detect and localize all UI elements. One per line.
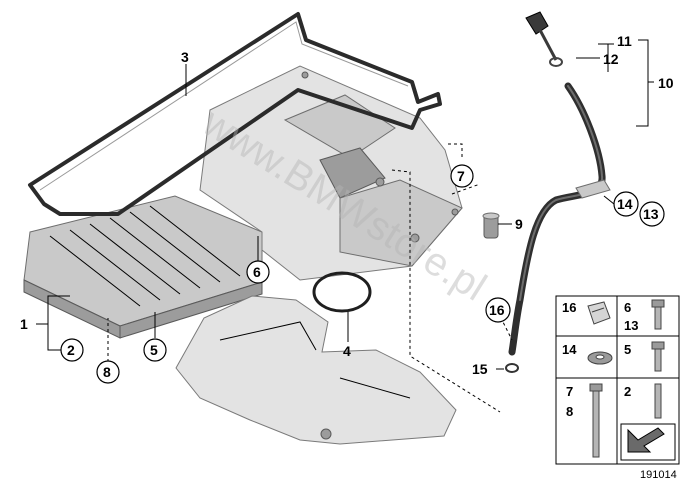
legend-2: 2	[624, 384, 631, 399]
callout-5-circle	[143, 338, 167, 362]
callout-15: 15	[472, 361, 488, 377]
long-bolt-icon	[589, 383, 603, 458]
callout-5: 5	[150, 342, 158, 358]
direction-arrow-icon	[627, 427, 665, 453]
clip-icon	[587, 301, 611, 325]
callout-4: 4	[343, 343, 351, 359]
legend-13: 13	[624, 318, 638, 333]
stud-bolt-icon	[654, 383, 662, 419]
screw-plug	[482, 212, 500, 239]
callout-10: 10	[658, 75, 674, 91]
diagram-code: 191014	[640, 469, 677, 481]
callout-11: 11	[617, 33, 632, 49]
callout-8: 8	[103, 364, 111, 380]
dipstick-guide-tube	[508, 82, 611, 356]
callout-8-circle	[96, 360, 120, 384]
washer-icon	[587, 351, 613, 365]
callout-3: 3	[181, 49, 189, 65]
callout-9: 9	[515, 216, 523, 232]
sealing-ring	[505, 363, 519, 373]
callout-7: 7	[457, 168, 465, 184]
legend-8: 8	[566, 404, 573, 419]
oil-dipstick	[525, 11, 563, 67]
callout-16-circle	[485, 297, 511, 323]
hex-bolt-icon	[651, 341, 665, 372]
oil-pan-gasket	[28, 12, 442, 216]
callout-1: 1	[20, 316, 28, 332]
callout-16: 16	[489, 302, 505, 318]
callout-12: 12	[603, 51, 619, 67]
legend-14: 14	[562, 342, 577, 357]
callout-2: 2	[67, 342, 75, 358]
oil-pan	[23, 65, 463, 339]
o-ring	[312, 271, 372, 313]
callout-14-circle	[613, 191, 639, 217]
legend-6: 6	[624, 300, 631, 315]
callout-6-circle	[246, 260, 270, 284]
callout-2-circle	[60, 338, 84, 362]
flange-bolt-icon	[651, 299, 665, 330]
fastener-legend: 16 6 13 14 5 7 8 2	[555, 295, 680, 465]
callout-14: 14	[617, 196, 633, 212]
leader-lines	[36, 39, 654, 413]
legend-5: 5	[624, 342, 631, 357]
legend-16: 16	[562, 300, 576, 315]
callout-6: 6	[253, 264, 261, 280]
oil-pan-cover	[175, 295, 457, 445]
callout-13-circle	[639, 201, 665, 227]
legend-7: 7	[566, 384, 573, 399]
callout-13: 13	[643, 206, 659, 222]
callout-7-circle	[450, 164, 474, 188]
